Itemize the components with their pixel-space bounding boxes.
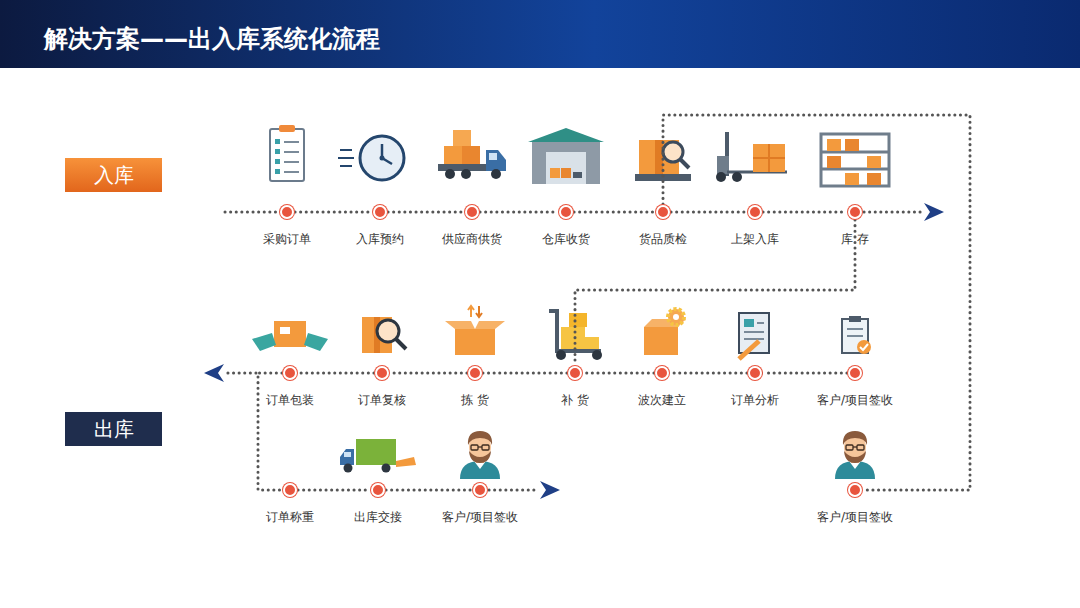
open-box-icon — [445, 306, 505, 355]
flow-connector — [298, 372, 374, 375]
flow-connector — [298, 489, 370, 492]
warehouse-icon — [528, 128, 604, 184]
process-step: 采购订单 — [280, 205, 294, 219]
step-label: 客户/项目签收 — [442, 509, 518, 525]
step-label: 拣 货 — [461, 392, 489, 408]
flow-connector — [574, 211, 655, 214]
process-step: 订单称重 — [283, 483, 297, 497]
flow-connector — [670, 372, 747, 375]
process-step: 订单复核 — [375, 366, 389, 380]
step-label: 客户/项目签收 — [817, 509, 893, 525]
flow-tail — [224, 212, 922, 490]
flow-connector — [671, 211, 747, 214]
step-label: 补 货 — [561, 392, 589, 408]
package-icon — [252, 321, 328, 351]
flow-connector — [483, 372, 567, 375]
clock-icon — [338, 136, 404, 180]
review-icon — [362, 317, 406, 353]
step-label: 上架入库 — [731, 231, 779, 247]
step-label: 订单复核 — [358, 392, 406, 408]
flow-connector — [583, 372, 654, 375]
step-label: 客户/项目签收 — [817, 392, 893, 408]
process-step: 供应商供货 — [465, 205, 479, 219]
step-label: 采购订单 — [263, 231, 311, 247]
flow-connector — [258, 373, 282, 490]
slide-title: 解决方案——出入库系统化流程 — [44, 24, 380, 54]
truck-icon — [438, 130, 506, 179]
forklift-icon — [716, 132, 787, 182]
process-step: 出库交接 — [371, 483, 385, 497]
step-label: 库 存 — [841, 231, 869, 247]
wave-icon — [644, 309, 686, 355]
flow-connector — [763, 372, 847, 375]
analysis-icon — [739, 313, 769, 359]
step-label: 货品质检 — [639, 231, 687, 247]
process-step: 订单分析 — [748, 366, 762, 380]
customer-icon — [835, 431, 875, 479]
delivery-truck-icon — [340, 439, 416, 473]
process-step: 补 货 — [568, 366, 582, 380]
flow-connector — [388, 211, 464, 214]
flow-arrowhead — [204, 203, 944, 499]
shelf-icon — [821, 134, 889, 186]
flow-connector — [390, 372, 467, 375]
step-label: 订单称重 — [266, 509, 314, 525]
section-label: 出库 — [94, 417, 134, 441]
flow-connector — [663, 115, 970, 490]
process-step: 客户/项目签收 — [848, 483, 862, 497]
step-label: 出库交接 — [354, 509, 402, 525]
process-step: 拣 货 — [468, 366, 482, 380]
flow-connector — [480, 211, 558, 214]
signoff-icon — [842, 316, 871, 354]
clipboard-icon — [270, 125, 304, 181]
flow-connector — [763, 211, 847, 214]
flow-connector — [386, 489, 472, 492]
step-label: 波次建立 — [638, 392, 686, 408]
flow-connector — [575, 220, 855, 365]
section-tag: 入库 — [65, 158, 162, 192]
flow-connector — [295, 211, 372, 214]
step-label: 订单包装 — [266, 392, 314, 408]
process-step: 上架入库 — [748, 205, 762, 219]
process-step: 仓库收货 — [559, 205, 573, 219]
process-step: 库 存 — [848, 205, 862, 219]
process-step: 客户/项目签收 — [473, 483, 487, 497]
step-label: 仓库收货 — [542, 231, 590, 247]
process-step: 货品质检 — [656, 205, 670, 219]
process-step: 订单包装 — [283, 366, 297, 380]
step-label: 供应商供货 — [442, 231, 502, 247]
section-label: 入库 — [94, 163, 134, 187]
step-label: 入库预约 — [356, 231, 404, 247]
process-step: 入库预约 — [373, 205, 387, 219]
step-label: 订单分析 — [731, 392, 779, 408]
hand-truck-icon — [549, 311, 602, 360]
process-step: 波次建立 — [655, 366, 669, 380]
section-tag: 出库 — [65, 412, 162, 446]
customer-icon — [460, 431, 500, 479]
process-step: 客户/项目签收 — [848, 366, 862, 380]
